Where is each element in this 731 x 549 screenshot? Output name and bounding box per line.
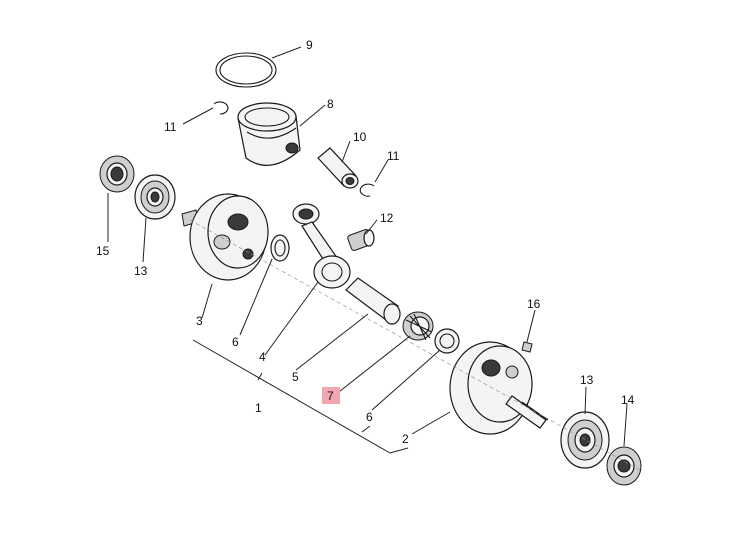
oil-seal-right-part	[606, 446, 642, 486]
big-end-bearing-part	[402, 311, 434, 341]
callout-label-3: 3	[196, 314, 203, 328]
callout-label-11-lower: 11	[387, 149, 400, 163]
connecting-rod-part	[292, 203, 351, 289]
callout-label-14: 14	[621, 393, 635, 407]
crank-right-half-part	[449, 341, 549, 435]
oil-seal-left-part	[99, 155, 135, 193]
crank-pin-part	[345, 277, 401, 325]
callout-label-2: 2	[402, 432, 409, 446]
washer-left-part	[270, 234, 290, 262]
callout-label-10: 10	[353, 130, 367, 144]
callout-label-11-upper: 11	[164, 120, 177, 134]
callout-label-5: 5	[292, 370, 299, 384]
piston-pin-clip-upper-part	[213, 101, 229, 115]
callout-label-8: 8	[327, 97, 334, 111]
callout-label-4: 4	[259, 350, 266, 364]
piston-pin-clip-lower-part	[359, 183, 375, 197]
crank-left-half-part	[181, 193, 269, 281]
callout-label-16: 16	[527, 297, 541, 311]
callout-label-15: 15	[96, 244, 110, 258]
callout-label-7: 7	[327, 389, 334, 403]
piston-pin-part	[317, 147, 359, 189]
callout-label-13-right: 13	[580, 373, 594, 387]
callout-label-9: 9	[306, 38, 313, 52]
callout-label-1: 1	[255, 401, 262, 415]
small-end-bearing-part	[347, 229, 375, 251]
assembly-axis-line	[189, 219, 641, 471]
woodruff-key-part	[521, 341, 533, 353]
callout-label-6-right: 6	[366, 410, 373, 424]
bearing-left-part	[134, 174, 176, 220]
callout-label-13-left: 13	[134, 264, 148, 278]
callout-label-12: 12	[380, 211, 394, 225]
bearing-right-part	[560, 411, 610, 469]
piston-part	[237, 102, 301, 166]
washer-right-part	[434, 328, 460, 354]
callout-labels: 9 8 11 10 11 15 13 12 16 3 6 4 5 1 7 6 2…	[96, 38, 635, 446]
piston-ring-part	[215, 52, 277, 88]
callout-label-6-left: 6	[232, 335, 239, 349]
leader-lines	[107, 46, 628, 454]
callout-7-highlight	[322, 387, 340, 404]
